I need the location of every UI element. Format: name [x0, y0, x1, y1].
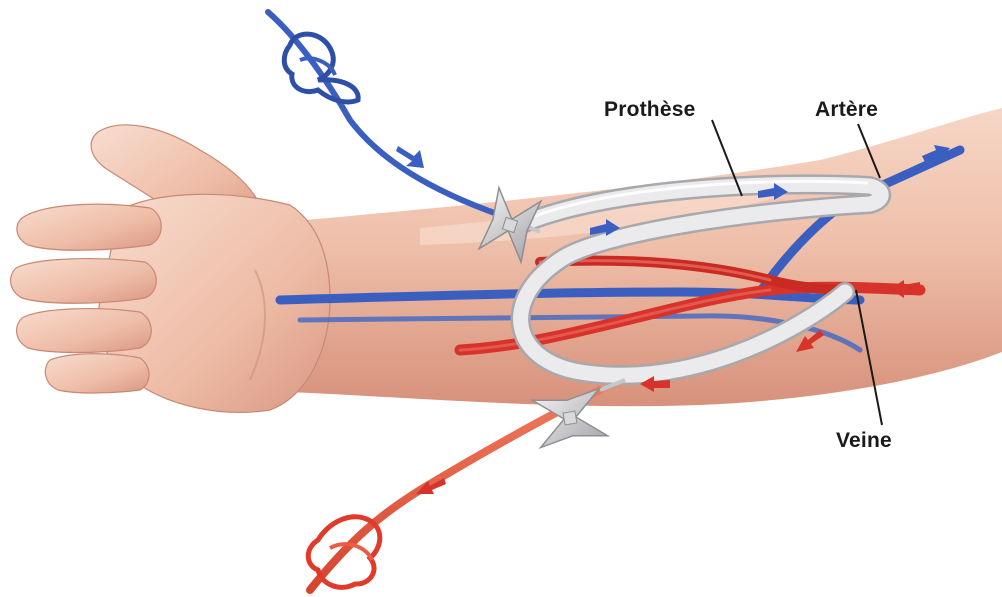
artere-label: Artère	[815, 98, 878, 122]
hand	[11, 125, 330, 413]
veine-label: Veine	[836, 429, 892, 453]
prothese-label: Prothèse	[604, 98, 695, 122]
